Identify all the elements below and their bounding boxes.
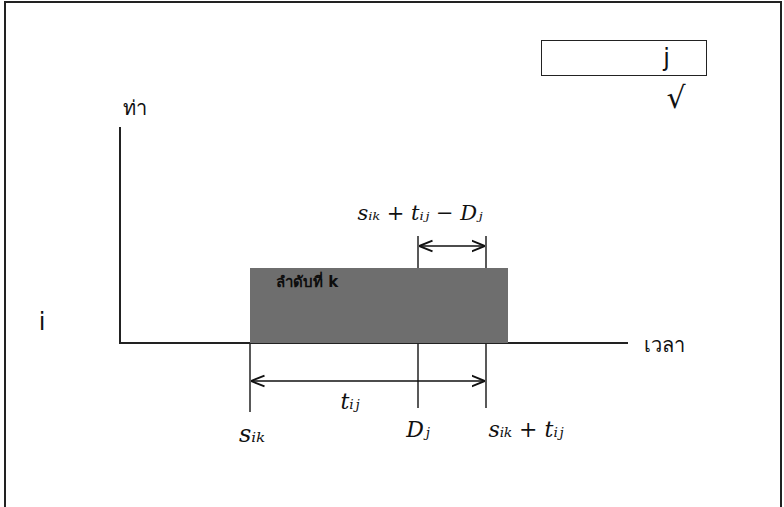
axis-label: เวลา [644,334,685,356]
node-text: ลำดับที่ k [276,270,508,294]
axis-label: ท่า [123,97,147,119]
time-label: sᵢₖ [239,421,265,447]
dimension-label: sᵢₖ + tᵢⱼ − Dⱼ [357,202,482,225]
check-mark: √ [666,81,685,114]
frame [5,2,781,507]
job-block: ลำดับที่ k [250,268,508,343]
time-label: Dⱼ [406,418,429,442]
label-box: j [541,40,707,76]
dimension-arrow [251,380,485,382]
vertical-axis [119,127,121,344]
node-text: j [663,44,670,72]
extension-line [249,343,251,412]
row-label: i [39,309,46,335]
dimension-arrow [419,245,485,247]
dimension-label: tᵢⱼ [340,390,359,414]
time-label: sᵢₖ + tᵢⱼ [488,418,563,442]
